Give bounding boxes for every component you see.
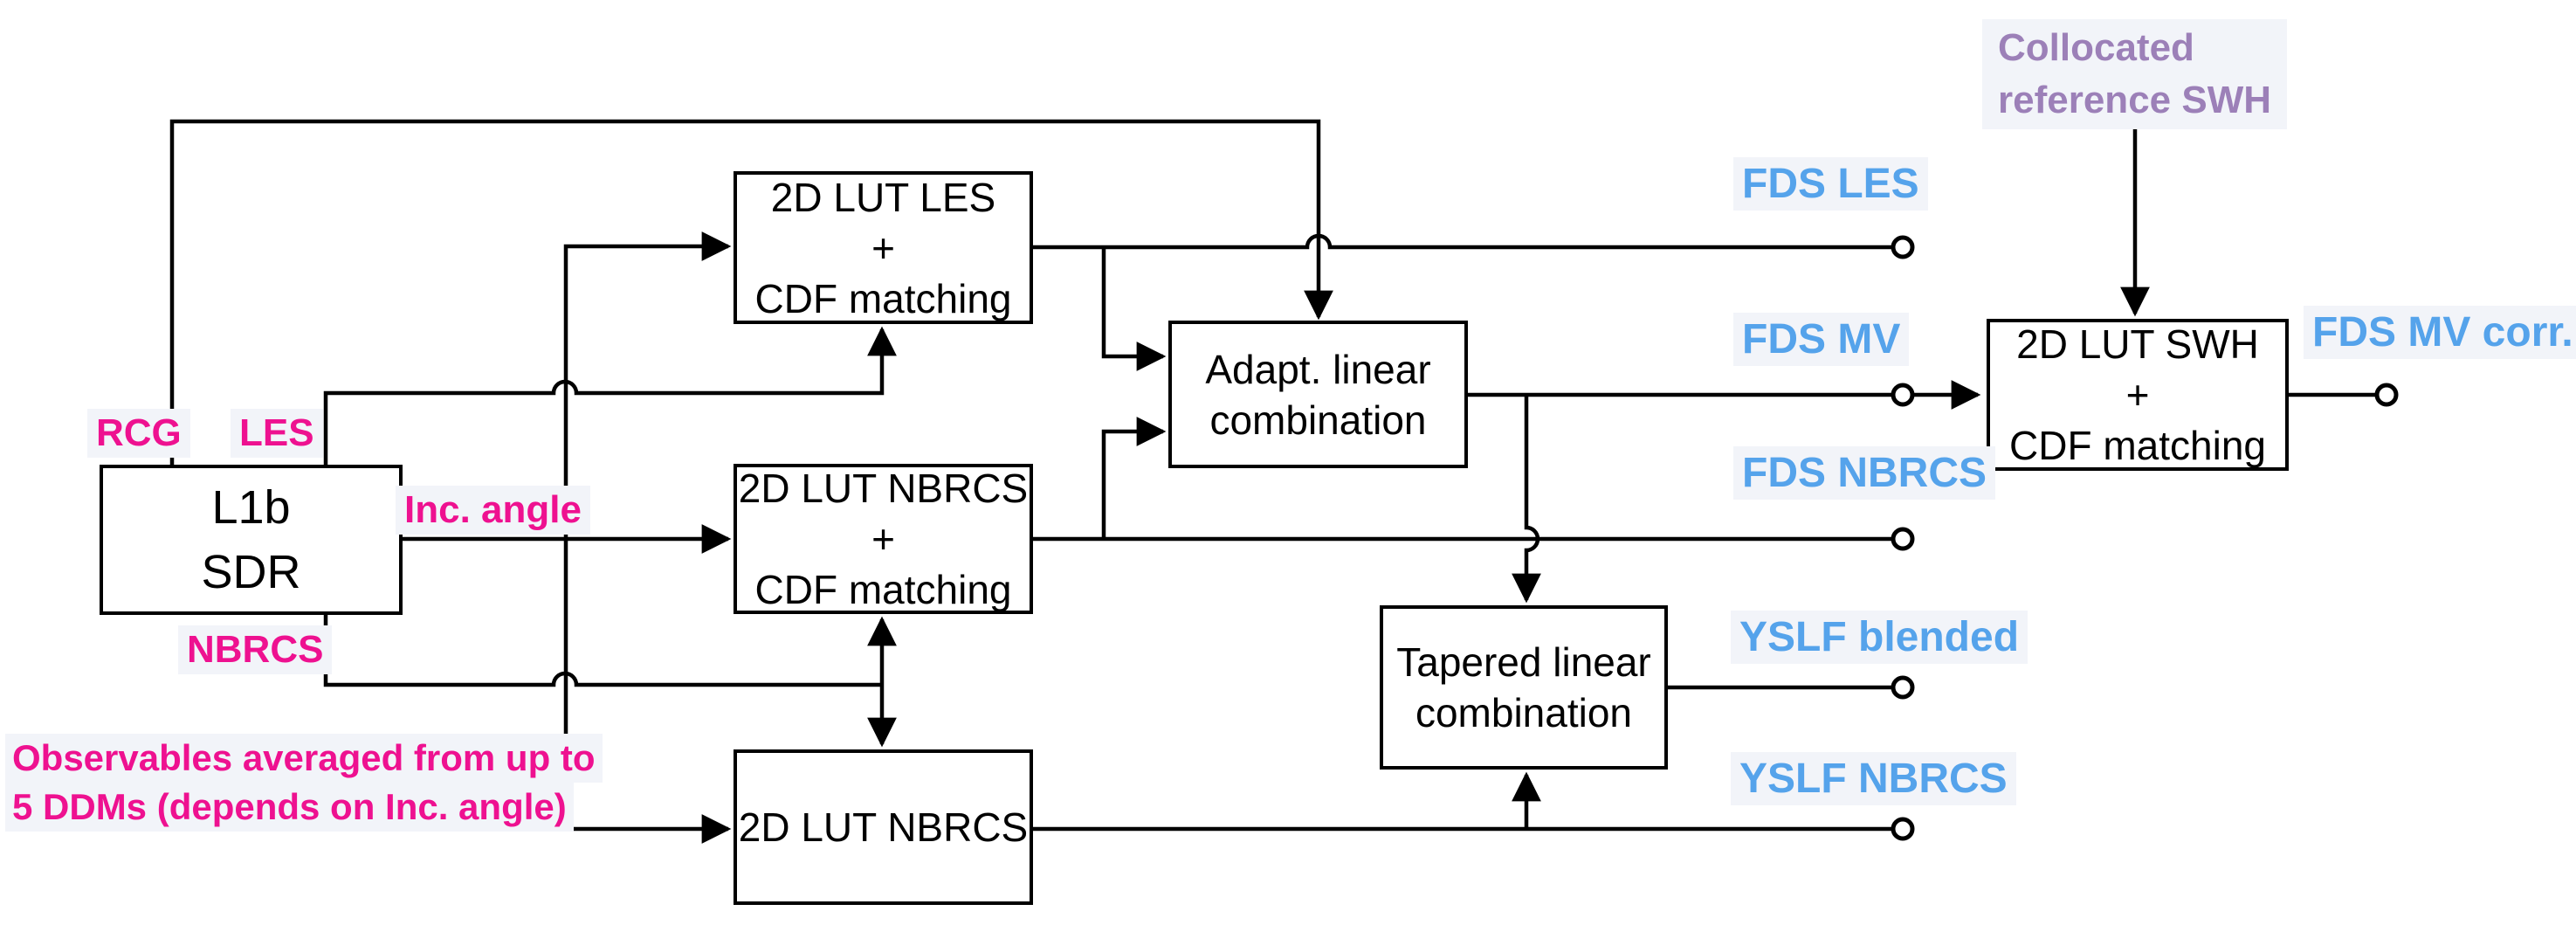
yslf-blended-label: YSLF blended <box>1731 611 2028 664</box>
adapt-linear-combination-box: Adapt. linear combination <box>1168 321 1468 468</box>
tapered-line2: combination <box>1415 690 1633 735</box>
lut-nbrcs-box: 2D LUT NBRCS <box>734 749 1033 905</box>
les-label: LES <box>231 409 323 458</box>
mv-to-tapered-branch <box>1512 395 1541 604</box>
rcg-to-adapt-line <box>169 119 1333 465</box>
l1b-sdr-box: L1b SDR <box>100 465 403 615</box>
yslf-blended-terminal <box>1891 675 1915 700</box>
collocated-swh-label-line2: reference SWH <box>1991 74 2279 127</box>
fds-nbrcs-label: FDS NBRCS <box>1733 446 1996 500</box>
yslf-nbrcs-terminal <box>1891 817 1915 841</box>
observables-note-line2: 5 DDMs (depends on Inc. angle) <box>5 783 574 832</box>
fds-les-terminal <box>1891 235 1915 259</box>
lut-swh-line1: 2D LUT SWH <box>2016 321 2259 367</box>
nbrcs-to-adapt-branch <box>1101 417 1167 539</box>
nbrcs-label: NBRCS <box>178 625 333 674</box>
les-feed-line <box>323 326 897 465</box>
adapt-line2: combination <box>1209 397 1427 443</box>
fds-mv-terminal <box>1891 383 1915 407</box>
l1b-sdr-label-line1: L1b <box>211 481 291 534</box>
lut-nbrcs-cdf-line3: CDF matching <box>754 567 1012 612</box>
lut-les-line1: 2D LUT LES <box>770 174 996 220</box>
collocated-swh-label: Collocated reference SWH <box>1982 19 2288 129</box>
lut-swh-line3: CDF matching <box>2009 423 2266 468</box>
lut-swh-line2: + <box>2125 372 2150 418</box>
tapered-line1: Tapered linear <box>1396 639 1651 685</box>
yslf-nbrcs-label: YSLF NBRCS <box>1731 752 2016 805</box>
l1b-sdr-label-line2: SDR <box>201 546 301 598</box>
fds-les-label: FDS LES <box>1733 157 1928 211</box>
fds-mv-corr-terminal <box>2374 383 2399 407</box>
inc-angle-label: Inc. angle <box>396 486 590 535</box>
fds-nbrcs-terminal <box>1891 527 1915 551</box>
inc-angle-trunk-up <box>563 231 732 829</box>
lut-nbrcs-line1: 2D LUT NBRCS <box>738 804 1029 850</box>
lut-swh-box: 2D LUT SWH + CDF matching <box>1987 319 2289 471</box>
rcg-label: RCG <box>87 409 190 458</box>
lut-nbrcs-cdf-box: 2D LUT NBRCS + CDF matching <box>734 464 1033 614</box>
collocated-swh-label-line1: Collocated <box>1991 22 2201 74</box>
tapered-linear-combination-box: Tapered linear combination <box>1380 605 1668 770</box>
lut-nbrcs-cdf-line1: 2D LUT NBRCS <box>738 466 1029 511</box>
lut-les-line3: CDF matching <box>754 275 1012 321</box>
lut-les-line2: + <box>871 224 895 271</box>
observables-note-line1: Observables averaged from up to <box>5 734 603 783</box>
nbrcs-feed-line <box>323 615 882 687</box>
adapt-line1: Adapt. linear <box>1205 346 1431 392</box>
fds-mv-corr-label: FDS MV corr. <box>2304 306 2576 359</box>
observables-note: Observables averaged from up to 5 DDMs (… <box>5 734 603 832</box>
lut-nbrcs-cdf-line2: + <box>871 516 895 562</box>
fds-les-line <box>1031 233 1893 250</box>
les-to-adapt-branch <box>1101 247 1167 371</box>
lut-les-box: 2D LUT LES + CDF matching <box>734 171 1033 324</box>
fds-mv-label: FDS MV <box>1733 313 1910 366</box>
